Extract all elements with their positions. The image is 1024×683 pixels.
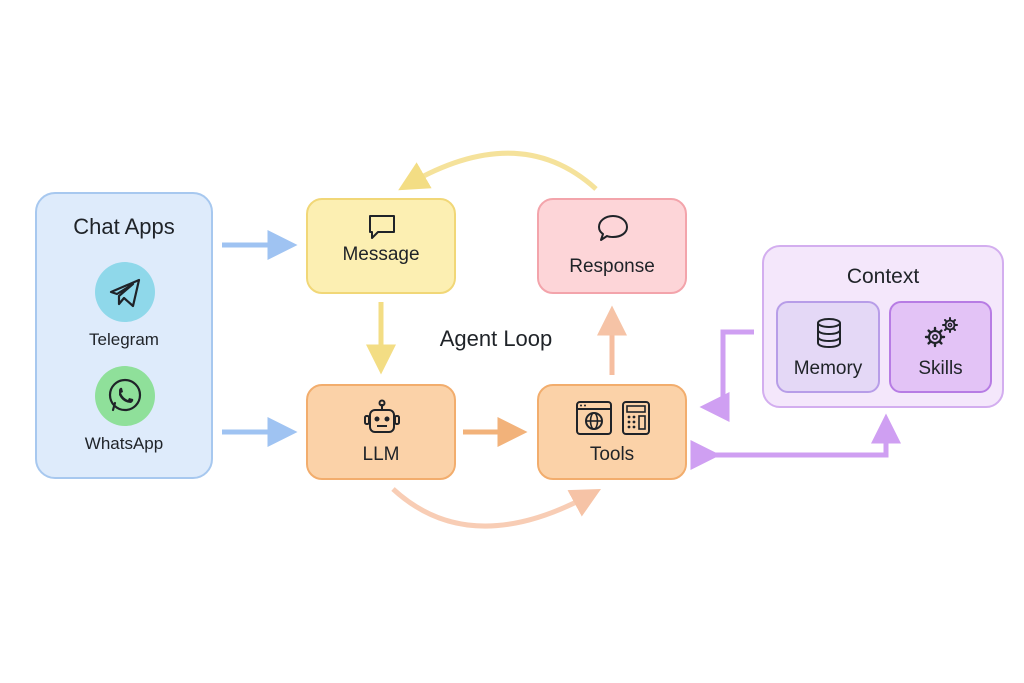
speech-bubble-icon (598, 215, 628, 241)
arrow-tools-skills (690, 413, 901, 470)
agent-loop-title: Agent Loop (439, 326, 553, 351)
context-title: Context (846, 265, 920, 288)
telegram-icon (95, 262, 155, 322)
response-label: Response (569, 256, 655, 277)
browser-globe-icon (576, 401, 612, 435)
chat-apps-title: Chat Apps (73, 214, 175, 239)
skills-node: Skills (889, 301, 992, 393)
arrow-llm-to-tools-arc (391, 487, 601, 529)
arrow-response-to-message (398, 150, 598, 191)
whatsapp-icon (95, 366, 155, 426)
arrow-context-to-tools (699, 329, 754, 422)
tools-label: Tools (589, 444, 635, 465)
calculator-icon (622, 401, 650, 435)
whatsapp-label: WhatsApp (84, 434, 164, 453)
robot-icon (364, 399, 400, 433)
gears-icon (924, 317, 958, 348)
chat-apps-panel: Chat Apps Telegram WhatsApp (35, 192, 213, 479)
memory-node: Memory (776, 301, 880, 393)
skills-label: Skills (918, 358, 963, 379)
llm-node: LLM (306, 384, 456, 480)
llm-label: LLM (362, 444, 400, 465)
message-node: Message (306, 198, 456, 294)
message-label: Message (342, 244, 420, 265)
memory-label: Memory (793, 358, 863, 379)
response-node: Response (537, 198, 687, 294)
chat-bubble-icon (369, 215, 395, 239)
telegram-label: Telegram (89, 330, 159, 349)
database-icon (817, 318, 841, 349)
tools-node: Tools (537, 384, 687, 480)
